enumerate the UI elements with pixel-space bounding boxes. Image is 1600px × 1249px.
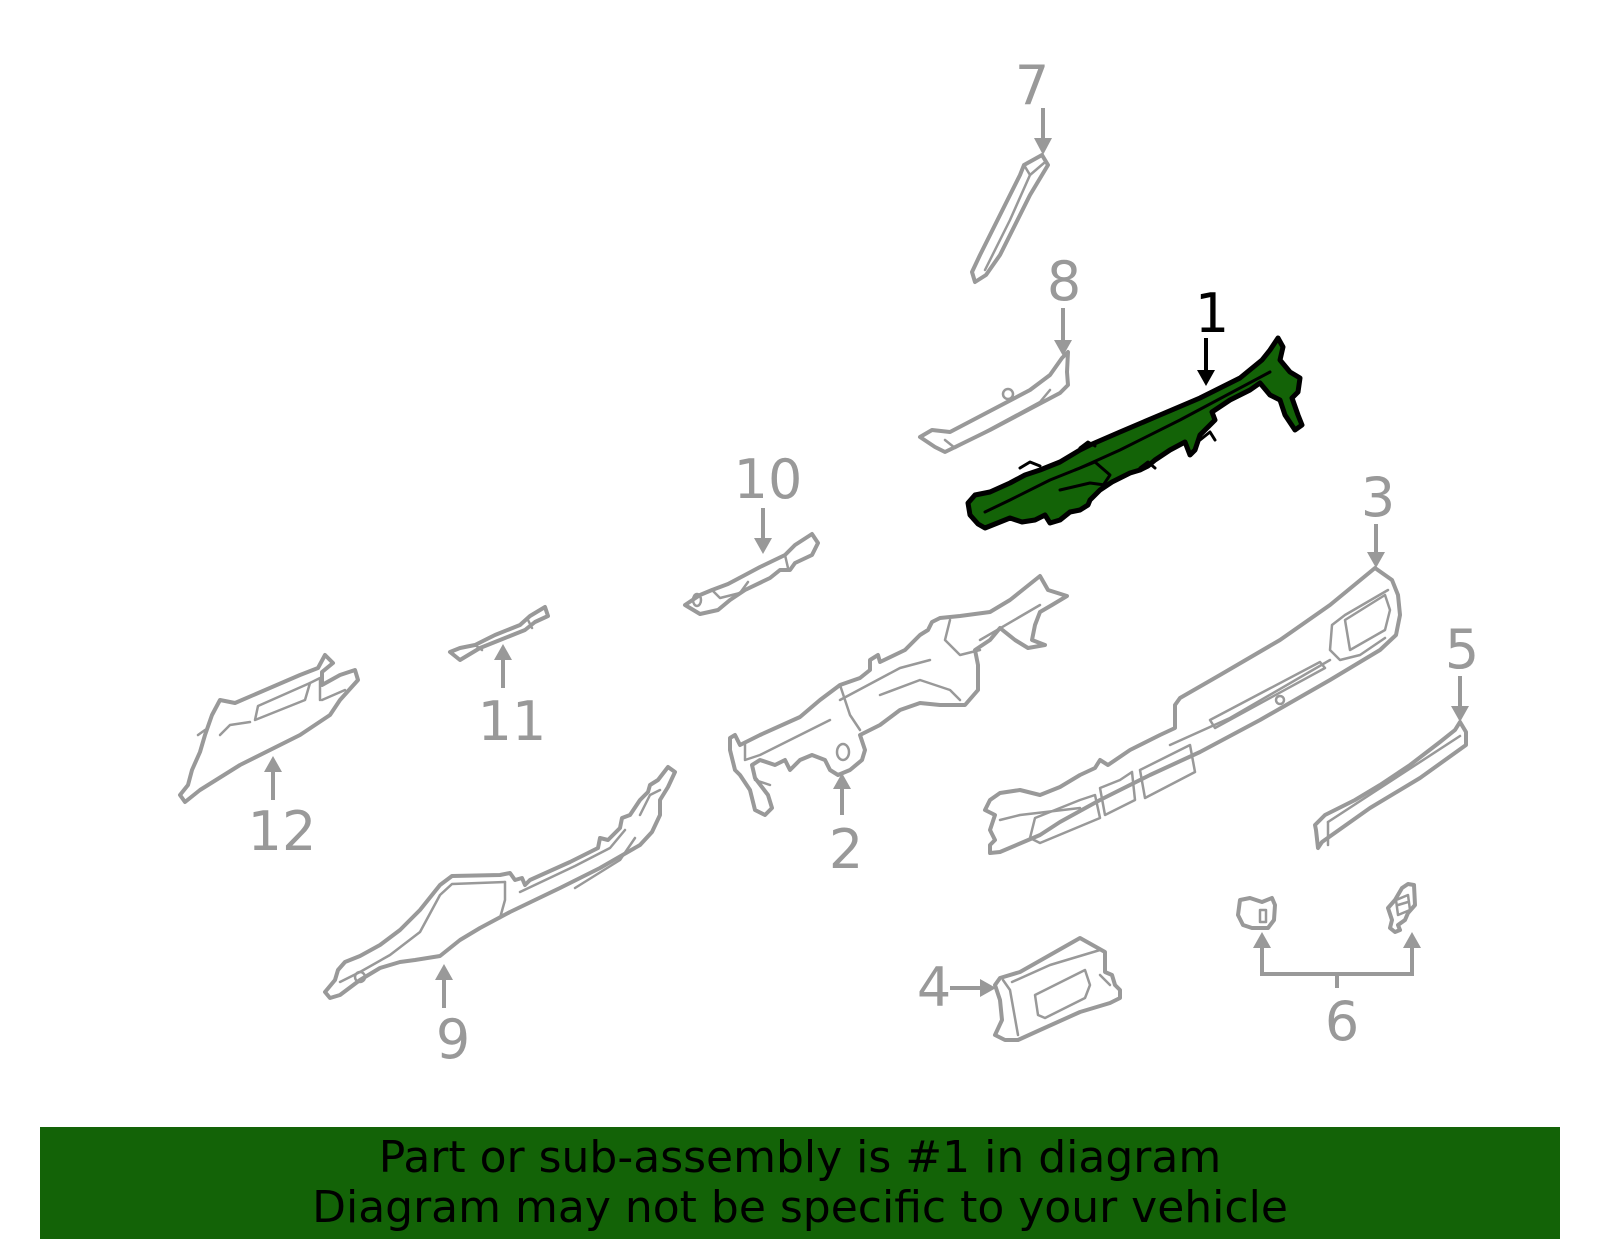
banner-line-part-note: Part or sub-assembly is #1 in diagram	[378, 1132, 1222, 1183]
svg-text:10: 10	[734, 448, 803, 511]
part-7[interactable]	[970, 153, 1050, 284]
callout-6: 6	[1253, 932, 1421, 1053]
part-1-highlighted[interactable]	[965, 335, 1305, 531]
svg-text:2: 2	[829, 818, 863, 881]
part-3[interactable]	[983, 566, 1402, 855]
svg-text:6: 6	[1325, 990, 1359, 1053]
svg-text:11: 11	[478, 690, 547, 753]
callout-8: 8	[1047, 250, 1081, 356]
banner-line-disclaimer: Diagram may not be specific to your vehi…	[312, 1182, 1288, 1233]
svg-text:7: 7	[1015, 54, 1049, 117]
part-12[interactable]	[178, 653, 360, 804]
part-8[interactable]	[918, 350, 1070, 454]
svg-text:4: 4	[917, 956, 951, 1019]
part-6-clip-left[interactable]	[1236, 896, 1277, 930]
svg-text:8: 8	[1047, 250, 1081, 313]
part-6-clip-right[interactable]	[1386, 882, 1417, 934]
svg-text:5: 5	[1445, 618, 1479, 681]
callout-3: 3	[1361, 466, 1395, 568]
info-banner: Part or sub-assembly is #1 in diagram Di…	[40, 1127, 1560, 1239]
svg-text:3: 3	[1361, 466, 1395, 529]
callout-1: 1	[1195, 282, 1229, 386]
part-9[interactable]	[323, 765, 677, 1000]
part-11[interactable]	[448, 605, 550, 662]
callout-12: 12	[248, 756, 317, 863]
part-5[interactable]	[1313, 720, 1468, 850]
callout-5: 5	[1445, 618, 1479, 722]
callout-7: 7	[1015, 54, 1052, 155]
svg-text:9: 9	[436, 1008, 470, 1071]
part-4[interactable]	[993, 936, 1122, 1042]
callout-4: 4	[917, 956, 996, 1019]
part-2[interactable]	[728, 574, 1069, 817]
callout-10: 10	[734, 448, 803, 554]
callout-2: 2	[829, 773, 863, 881]
callout-11: 11	[478, 644, 547, 753]
part-10[interactable]	[683, 532, 820, 616]
svg-text:1: 1	[1195, 282, 1229, 345]
callout-9: 9	[435, 964, 470, 1071]
svg-text:12: 12	[248, 800, 317, 863]
